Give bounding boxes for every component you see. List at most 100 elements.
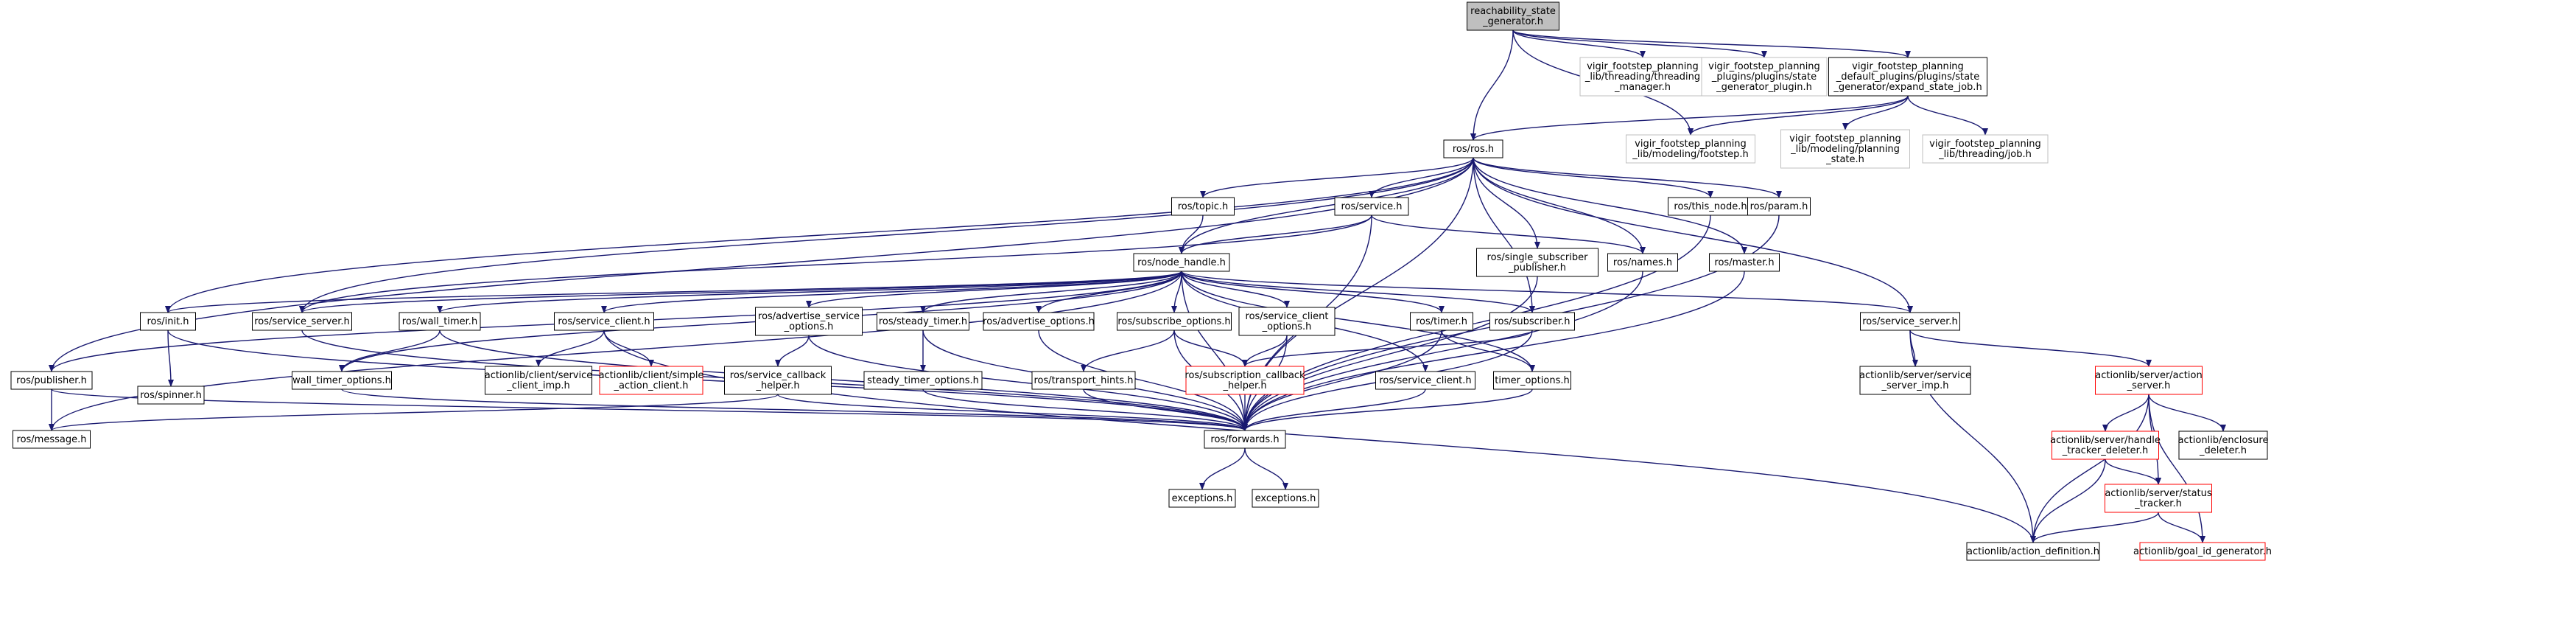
node-box — [1204, 430, 1286, 449]
node-label: _lib/threading/threading — [1584, 72, 1700, 83]
edge-ros_service_client_a-to-action_definition — [603, 330, 2036, 543]
edge-wall_timer_options-to-ros_forwards — [341, 388, 1248, 431]
node-ros-service[interactable]: ros/service.h — [1334, 197, 1409, 216]
edge-ros_service-to-node_handle — [1179, 215, 1372, 254]
edge-ros_ros-to-ros_param — [1473, 157, 1782, 198]
node-label: ros/service_client.h — [1379, 375, 1471, 386]
edge-node_handle-to-ros_init — [165, 271, 1182, 313]
node-label: ros/ros.h — [1453, 144, 1494, 155]
node-box — [1701, 57, 1828, 97]
edge-advertise_service_options-to-ros_forwards — [808, 335, 1248, 431]
node-steady-timer[interactable]: ros/steady_timer.h — [877, 312, 969, 331]
node-action-definition[interactable]: actionlib/action_definition.h — [1966, 542, 2100, 561]
node-advertise-options[interactable]: ros/advertise_options.h — [983, 312, 1095, 331]
edge-expand_state_job-to-job — [1907, 95, 1988, 136]
node-service-client-imp[interactable]: actionlib/client/service_client_imp.h — [485, 366, 593, 395]
edge-ros_ros-to-node_handle — [1179, 157, 1474, 254]
node-transport-hints[interactable]: ros/transport_hints.h — [1031, 371, 1136, 390]
node-box — [863, 371, 983, 390]
node-advertise-service-options[interactable]: ros/advertise_service_options.h — [755, 307, 863, 336]
edge-node_handle-to-advertise_service_options — [806, 271, 1182, 308]
node-label: _client_imp.h — [506, 380, 570, 391]
edge-ros_ros-to-ros_names — [1473, 157, 1646, 254]
node-label: ros/spinner.h — [140, 390, 202, 401]
edge-ros_forwards-to-exceptions_a — [1199, 447, 1246, 490]
node-ros-service-client-b[interactable]: ros/service_client.h — [1375, 371, 1475, 390]
node-service-server-imp[interactable]: actionlib/server/service_server_imp.h — [1859, 366, 1971, 395]
node-simple-action-client[interactable]: actionlib/client/simple_action_client.h — [599, 366, 704, 395]
node-subscribe-options[interactable]: ros/subscribe_options.h — [1117, 312, 1232, 331]
node-label: actionlib/action_definition.h — [1967, 546, 2099, 557]
node-box — [1709, 253, 1780, 272]
node-box — [1117, 312, 1232, 331]
node-expand-state-job[interactable]: vigir_footstep_planning_default_plugins/… — [1828, 57, 1987, 97]
edge-node_handle-to-service_client_options — [1181, 271, 1290, 308]
node-label: _plugins/plugins/state — [1711, 72, 1817, 83]
edge-ros_init-to-ros_forwards — [167, 330, 1248, 431]
node-this-node[interactable]: ros/this_node.h — [1668, 197, 1753, 216]
node-goal-id-generator[interactable]: actionlib/goal_id_generator.h — [2133, 542, 2272, 561]
node-box — [1133, 253, 1230, 272]
node-timer-options[interactable]: timer_options.h — [1493, 371, 1571, 390]
node-box — [983, 312, 1095, 331]
node-ros-forwards[interactable]: ros/forwards.h — [1204, 430, 1286, 449]
node-ros-topic[interactable]: ros/topic.h — [1171, 197, 1235, 216]
node-status-tracker[interactable]: actionlib/server/status_tracker.h — [2105, 484, 2212, 513]
node-single-subscriber-publisher[interactable]: ros/single_subscriber_publisher.h — [1476, 248, 1598, 277]
node-ros-spinner[interactable]: ros/spinner.h — [137, 386, 205, 405]
node-box — [599, 366, 703, 395]
edge-ros_service_server_b-to-action_server — [1909, 330, 2152, 367]
node-ros-init[interactable]: ros/init.h — [140, 312, 196, 331]
node-ros-publisher[interactable]: ros/publisher.h — [10, 371, 93, 390]
edge-node_handle-to-ros_forwards — [1181, 271, 1248, 431]
node-root[interactable]: reachability_state_generator.h — [1467, 1, 1559, 31]
edge-wall_timer-to-ros_forwards — [439, 330, 1248, 431]
node-ros-param[interactable]: ros/param.h — [1747, 197, 1811, 216]
node-action-server[interactable]: actionlib/server/action_server.h — [2095, 366, 2203, 395]
edge-ros_names-to-ros_forwards — [1242, 271, 1643, 431]
node-ros-subscriber[interactable]: ros/subscriber.h — [1489, 312, 1575, 331]
node-wall-timer-options[interactable]: wall_timer_options.h — [292, 371, 392, 390]
edge-action_server-to-enclosure_deleter — [2148, 394, 2226, 432]
node-ros-service-server-a[interactable]: ros/service_server.h — [252, 312, 352, 331]
node-box — [1780, 129, 1910, 169]
node-box — [1467, 1, 1559, 31]
node-label: exceptions.h — [1255, 493, 1316, 504]
node-ros-ros[interactable]: ros/ros.h — [1443, 139, 1503, 158]
node-ros-message[interactable]: ros/message.h — [13, 430, 91, 449]
node-label: steady_timer_options.h — [867, 375, 979, 386]
edge-root-to-threading_manager — [1512, 29, 1646, 58]
node-label: vigir_footstep_planning — [1789, 133, 1901, 144]
node-ros-names[interactable]: ros/names.h — [1607, 253, 1678, 272]
node-label: _lib/modeling/footstep.h — [1632, 149, 1748, 160]
edge-ros_ros-to-ros_service_server_b — [1473, 157, 1913, 313]
node-steady-timer-options[interactable]: steady_timer_options.h — [863, 371, 983, 390]
node-label: exceptions.h — [1172, 493, 1233, 504]
node-job: vigir_footstep_planning_lib/threading/jo… — [1922, 134, 2049, 164]
node-label: ros/subscribe_options.h — [1117, 316, 1230, 327]
edge-ros_service_client_a-to-simple_action_client — [603, 330, 654, 367]
node-box — [13, 430, 91, 449]
node-ros-master[interactable]: ros/master.h — [1709, 253, 1780, 272]
node-exceptions-b[interactable]: exceptions.h — [1252, 489, 1319, 508]
node-box — [1493, 371, 1571, 390]
edge-root-to-ros_ros — [1470, 29, 1514, 141]
node-wall-timer[interactable]: ros/wall_timer.h — [399, 312, 481, 331]
node-label: _state.h — [1825, 154, 1864, 165]
node-label: wall_timer_options.h — [292, 375, 391, 386]
node-subscription-callback-helper[interactable]: ros/subscription_callback_helper.h — [1185, 366, 1305, 395]
node-label: _generator/expand_state_job.h — [1833, 82, 1982, 93]
node-ros-service-server-b[interactable]: ros/service_server.h — [1860, 312, 1960, 331]
node-enclosure-deleter[interactable]: actionlib/enclosure_deleter.h — [2178, 430, 2269, 460]
node-service-callback-helper[interactable]: ros/service_callback_helper.h — [724, 366, 832, 395]
edge-transport_hints-to-ros_forwards — [1083, 388, 1248, 431]
node-node-handle[interactable]: ros/node_handle.h — [1133, 253, 1230, 272]
edge-ros_service-to-ros_names — [1371, 215, 1646, 254]
node-exceptions-a[interactable]: exceptions.h — [1168, 489, 1236, 508]
edge-ros_ros-to-ros_subscriber — [1473, 157, 1535, 313]
node-ros-timer[interactable]: ros/timer.h — [1410, 312, 1473, 331]
node-ros-service-client-a[interactable]: ros/service_client.h — [554, 312, 654, 331]
node-box — [485, 366, 592, 395]
node-handle-tracker-deleter[interactable]: actionlib/server/handle_tracker_deleter.… — [2050, 430, 2161, 460]
node-service-client-options[interactable]: ros/service_client_options.h — [1238, 307, 1336, 336]
